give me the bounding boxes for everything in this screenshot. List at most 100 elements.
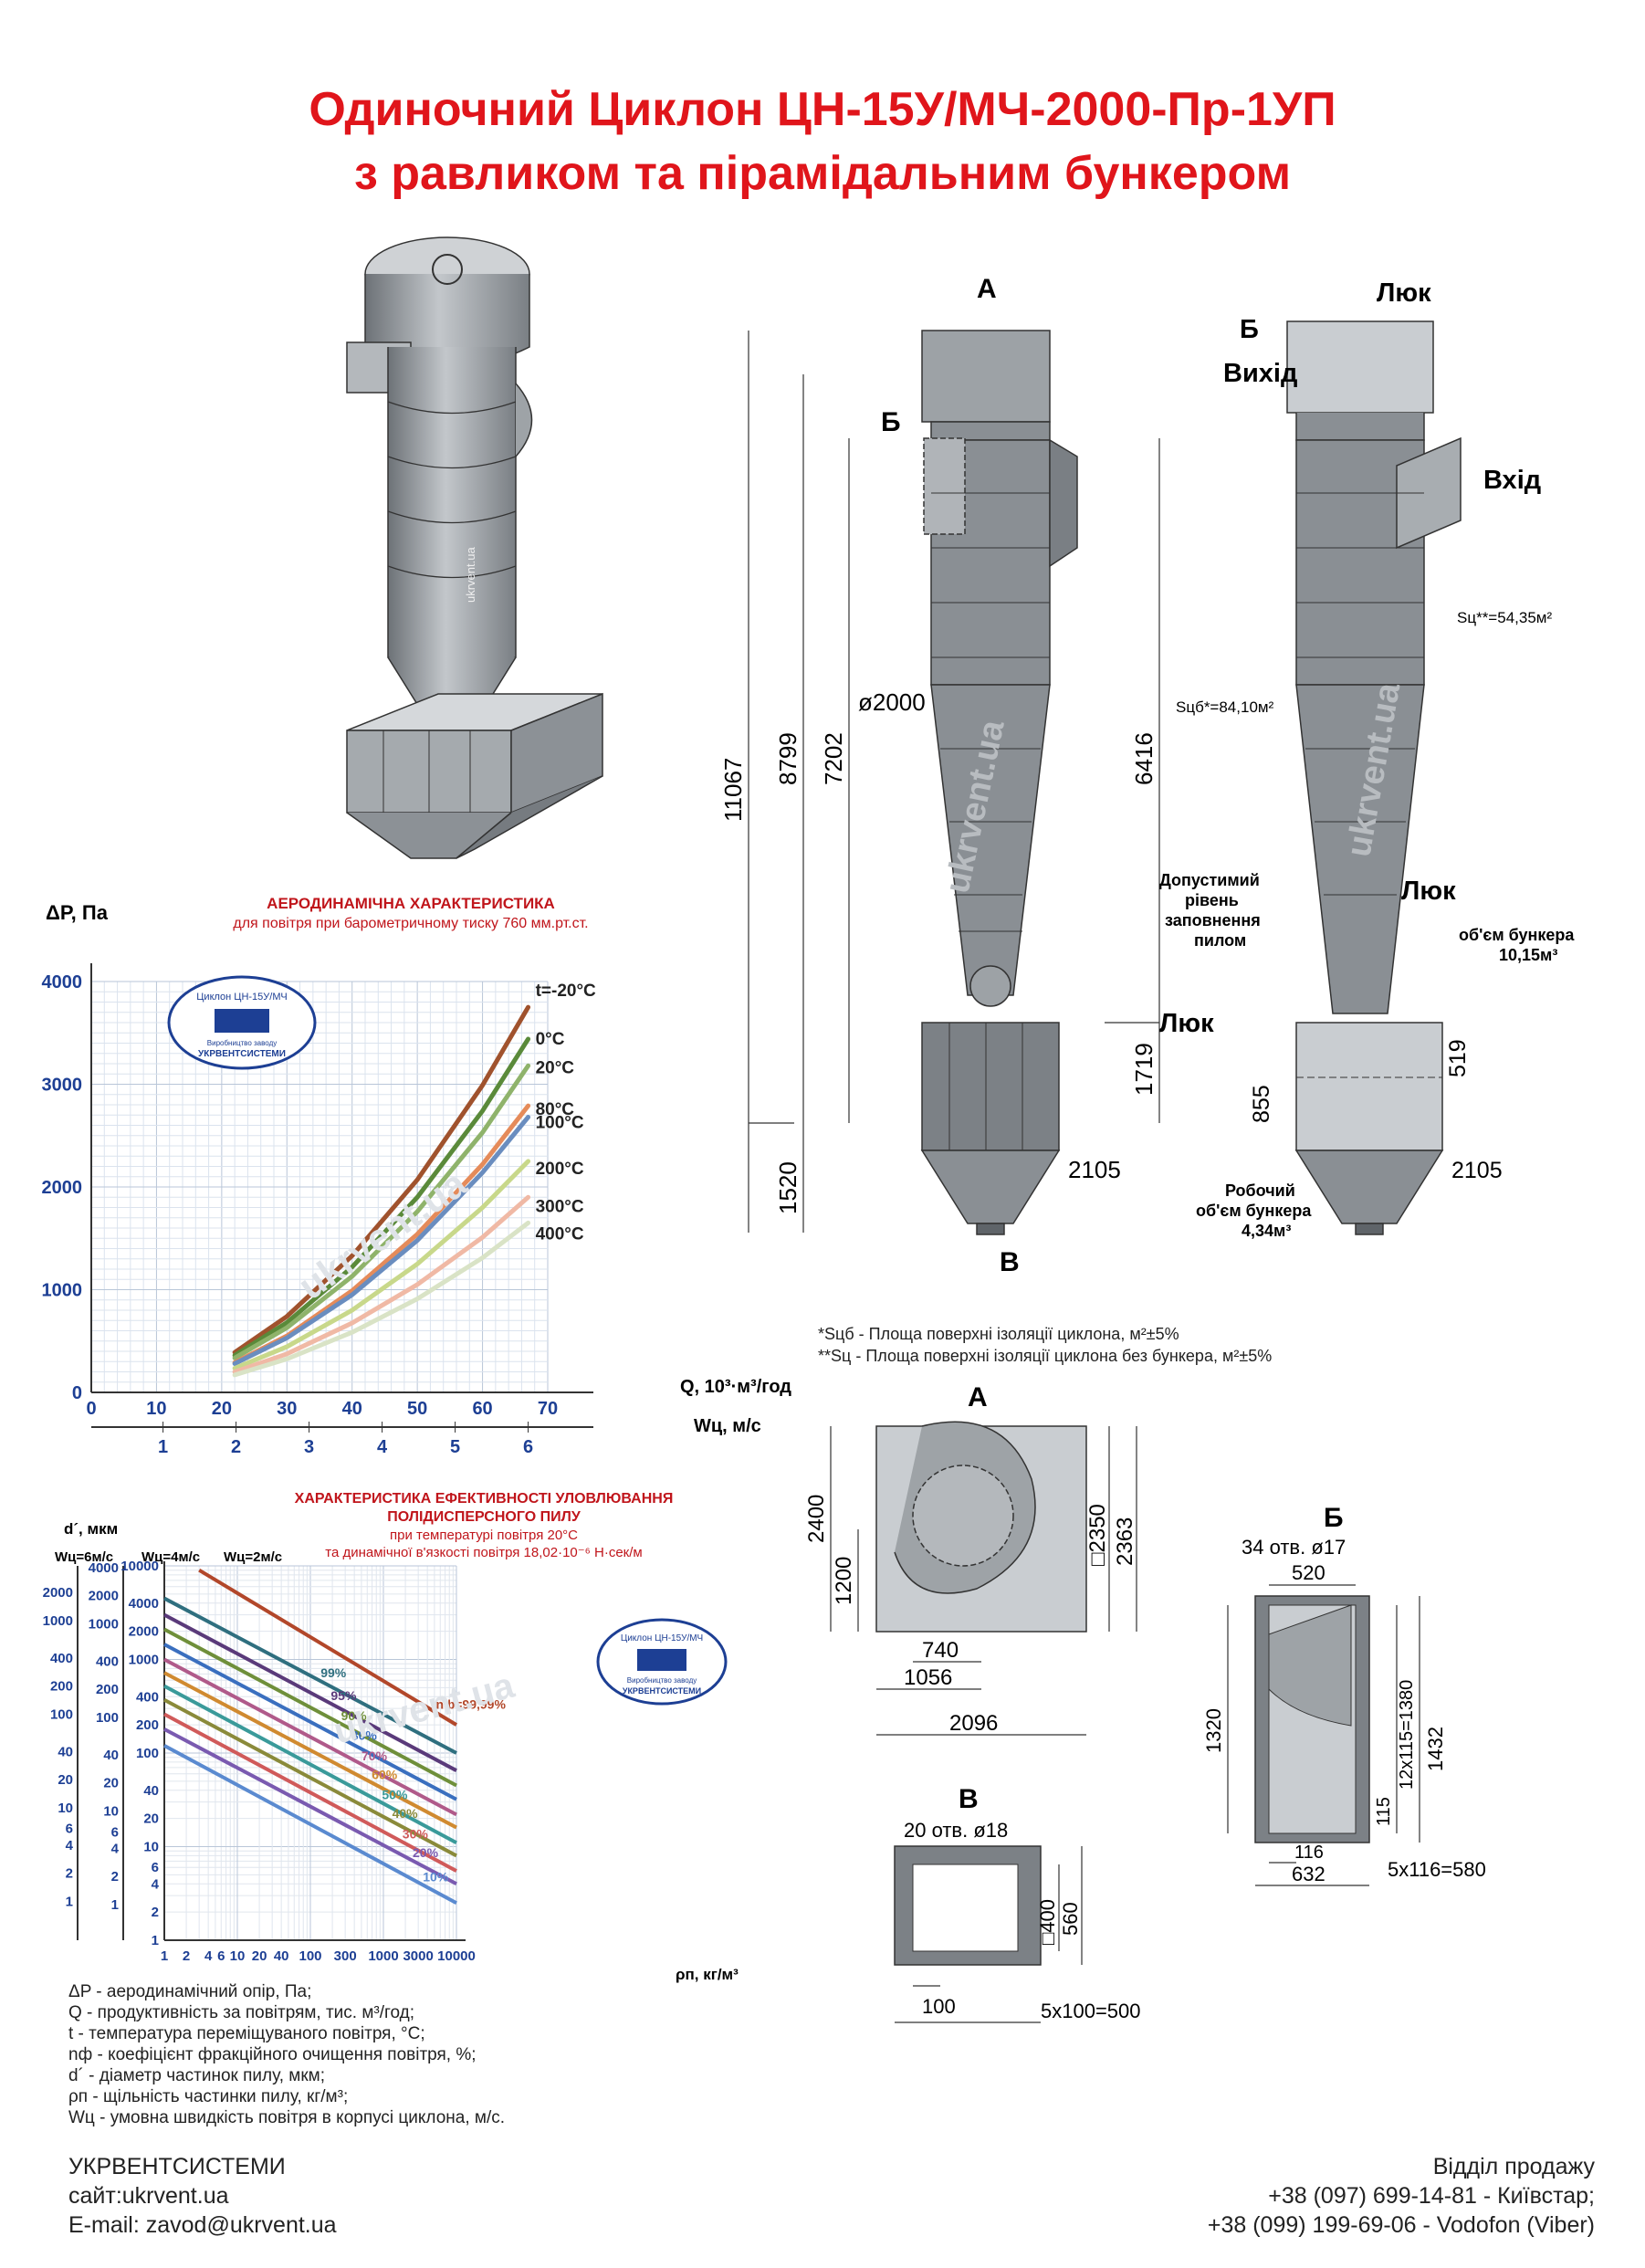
dim-1719: 1719: [1130, 1043, 1158, 1096]
eff-x-tick: 20: [252, 1948, 267, 1964]
dim-519: 519: [1445, 1039, 1471, 1077]
watermark-text: ukrvent.ua: [290, 1161, 474, 1308]
eff-series-label: 99%: [320, 1665, 347, 1680]
view-b: Б 34 отв. ø17 520 1320 115 12x115=1380 1…: [1202, 1503, 1486, 1886]
eff-y-tick-d: 1000: [43, 1613, 73, 1629]
eff-x-tick: 6: [217, 1948, 225, 1964]
eff-stamp: Циклон ЦН-15У/МЧ Виробництво заводу УКРВ…: [596, 1618, 728, 1706]
svg-text:Циклон ЦН-15У/МЧ: Циклон ЦН-15У/МЧ: [621, 1633, 703, 1643]
aero-x-tick: 10: [146, 1399, 166, 1419]
eff-y-tick-w2: 400: [136, 1689, 159, 1705]
aero-x-tick: 20: [212, 1399, 232, 1419]
eff-y-tick-d: 2000: [43, 1585, 73, 1601]
eff-y-tick-w4: 400: [96, 1654, 119, 1669]
aero-x-tick: 70: [538, 1399, 558, 1419]
work-volume-line3: 4,34м³: [1242, 1222, 1291, 1240]
eff-y-tick-w2: 100: [136, 1746, 159, 1761]
eff-y-tick-w4: 1000: [89, 1617, 119, 1633]
footer-company: УКРВЕНТСИСТЕМИ: [68, 2154, 286, 2179]
fill-level-line1: Допустимий: [1159, 871, 1260, 889]
aero-stamp: Циклон ЦН-15У/МЧ Виробництво заводу УКРВ…: [167, 975, 317, 1070]
legend-item: nф - коефіцієнт фракційного очищення пов…: [68, 2045, 477, 2064]
eff-y-tick-w2: 20: [143, 1811, 159, 1827]
aero-series-line: [232, 1036, 531, 1358]
eff-y-tick-w4: 40: [103, 1748, 119, 1763]
footer-phone-1[interactable]: +38 (097) 699-14-81 - Київстар;: [1268, 2183, 1595, 2209]
dim-7202: 7202: [820, 732, 847, 785]
eff-y-tick-d: 2: [66, 1866, 73, 1882]
svg-text:УКРВЕНТСИСТЕМИ: УКРВЕНТСИСТЕМИ: [198, 1049, 286, 1059]
eff-x-tick: 1: [161, 1948, 168, 1964]
section-label-b: Б: [881, 407, 901, 437]
eff-series-label: 40%: [393, 1806, 419, 1821]
aero-series-line: [232, 1115, 531, 1366]
eff-series-line: [198, 1568, 458, 1727]
eff-y-tick-w4: 2: [111, 1869, 119, 1885]
legend-item: ρп - щільність частинки пилу, кг/м³;: [68, 2087, 349, 2106]
eff-y-tick-w4: 4: [111, 1841, 120, 1856]
eff-y-tick-w2: 2: [152, 1905, 159, 1920]
cyclone-side-view: ukrvent.ua 11067 8799 7202 6416 1719 152…: [719, 274, 1160, 1277]
aero-y-tick: 4000: [42, 972, 83, 992]
view-a-dim-2400: 2400: [804, 1495, 829, 1543]
view-b-label: Б: [1324, 1503, 1344, 1533]
eff-y-tick-w2: 4000: [129, 1596, 159, 1612]
aero-chart-title: АЕРОДИНАМІЧНА ХАРАКТЕРИСТИКА: [267, 895, 555, 912]
legend-item: Wц - умовна швидкість повітря в корпусі …: [68, 2108, 506, 2127]
view-a-dim-2350: □2350: [1085, 1504, 1110, 1566]
section-label-a: А: [977, 274, 997, 304]
view-b-dim-632: 632: [1292, 1863, 1325, 1885]
eff-x-tick: 10000: [437, 1948, 476, 1964]
eff-y-tick-d: 1: [66, 1894, 73, 1909]
eff-series-label: 80%: [351, 1728, 378, 1743]
aero-series-label: 400°C: [536, 1224, 584, 1244]
eff-y-tick-d: 40: [58, 1744, 73, 1759]
page-title-line2: з равликом та пірамідальним бункером: [353, 147, 1292, 200]
eff-x-tick: 100: [299, 1948, 321, 1964]
aero-xlabel2: Wц, м/с: [694, 1416, 761, 1436]
eff-y-tick-w4: 200: [96, 1682, 119, 1697]
view-a-dim-740: 740: [922, 1638, 959, 1663]
footer-phone-2[interactable]: +38 (099) 199-69-06 - Vodofon (Viber): [1207, 2212, 1595, 2238]
eff-y-tick-d: 100: [50, 1706, 73, 1722]
inlet-label: Вхід: [1483, 466, 1541, 495]
dim-11067: 11067: [719, 758, 747, 822]
view-v: В 20 отв. ø18 □400 560 100 5x100=500: [894, 1784, 1141, 2023]
eff-series-label: 10%: [423, 1869, 449, 1884]
bunker-volume-line1: об'єм бункера: [1459, 926, 1575, 944]
eff-x-tick: 3000: [403, 1948, 433, 1964]
eff-y-tick-w2: 6: [152, 1860, 159, 1875]
eff-series-line: [163, 1612, 457, 1772]
section-label-v: В: [1000, 1247, 1020, 1277]
fill-level-line3: заповнення: [1165, 911, 1261, 929]
aero-y-tick: 0: [72, 1383, 82, 1403]
legend-item: ΔP - аеродинамічний опір, Па;: [68, 1982, 312, 2001]
dim-diameter: ø2000: [858, 688, 926, 716]
eff-y-tick-d: 20: [58, 1772, 73, 1788]
legend-item: d´ - діаметр частинок пилу, мкм;: [68, 2066, 325, 2085]
footer-site[interactable]: сайт:ukrvent.ua: [68, 2183, 229, 2209]
view-v-dim-100: 100: [922, 1995, 956, 2018]
aero-series-label: 0°C: [536, 1030, 565, 1049]
view-a-dim-1200: 1200: [832, 1557, 856, 1605]
eff-series-label: 90%: [341, 1708, 368, 1723]
view-a-dim-2363: 2363: [1113, 1517, 1137, 1566]
eff-y-tick-d: 10: [58, 1801, 73, 1816]
view-a: А 2400 1200 □2350 2363 740 1056 2096: [804, 1382, 1137, 1736]
aero-x-tick: 40: [342, 1399, 362, 1419]
watermark-text: ukrvent.ua: [330, 1665, 519, 1752]
aero-series-line: [232, 1063, 531, 1360]
legend-item: t - температура переміщуваного повітря, …: [68, 2024, 425, 2043]
aero-x2-tick: 2: [231, 1437, 241, 1457]
area-total: Sцб*=84,10м²: [1176, 698, 1274, 716]
luk-top-label: Люк: [1377, 278, 1431, 308]
aero-x-tick: 0: [86, 1399, 96, 1419]
eff-chart-subtitle-1: при температурі повітря 20°С: [389, 1528, 578, 1543]
eff-chart-subtitle-2: та динамічної в'язкості повітря 18,02·10…: [325, 1545, 643, 1560]
view-v-dim-560: 560: [1059, 1902, 1082, 1936]
eff-y-tick-d: 200: [50, 1679, 73, 1695]
eff-x-tick: 10: [230, 1948, 246, 1964]
footer-email[interactable]: E-mail: zavod@ukrvent.ua: [68, 2212, 337, 2238]
eff-y-tick-w4: 2000: [89, 1589, 119, 1604]
eff-x-tick: 2: [183, 1948, 190, 1964]
